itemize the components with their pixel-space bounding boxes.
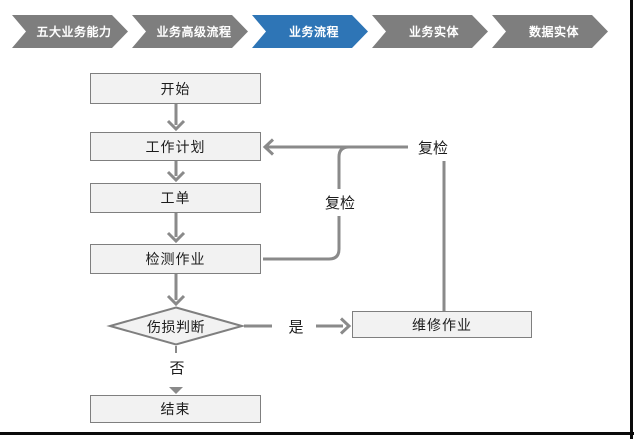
slide-border-right [630,0,633,439]
arrowhead-right-icon [339,317,352,335]
arrowhead-down-icon [166,170,186,183]
arrowhead-left-icon [262,138,275,156]
slide-border-bottom [0,432,634,435]
arrowhead-down-icon [166,119,186,132]
edge-label-recheck-outer: 复检 [408,134,458,161]
flow-node-inspection: 检测作业 [90,244,261,274]
loop-repair-recheck [267,145,446,311]
arrowhead-down-icon [166,231,186,244]
arrowhead-down-icon [166,294,186,307]
flow-node-work-order: 工单 [90,183,261,213]
breadcrumb-step-business-capabilities[interactable]: 五大业务能力 [12,15,128,48]
breadcrumb-step-business-process-active[interactable]: 业务流程 [252,15,368,48]
arrowhead-small-down-icon [169,387,183,394]
breadcrumb-step-business-entity[interactable]: 业务实体 [372,15,488,48]
breadcrumb-step-label: 业务流程 [288,25,339,39]
breadcrumb-step-label: 五大业务能力 [36,25,112,39]
breadcrumb-step-high-level-process[interactable]: 业务高级流程 [132,15,248,48]
edge-label-yes: 是 [288,318,304,336]
flow-node-start: 开始 [90,73,261,104]
edge-label-no: 否 [169,359,185,377]
breadcrumb-step-label: 数据实体 [528,25,579,39]
flow-node-end: 结束 [90,395,261,423]
breadcrumb-step-data-entity[interactable]: 数据实体 [492,15,608,48]
flow-node-damage-decision-label: 伤损判断 [147,318,205,335]
flow-node-repair: 维修作业 [352,311,532,338]
flow-node-work-plan: 工作计划 [90,132,261,161]
edge-label-recheck-inner: 复检 [315,189,365,216]
breadcrumb-step-label: 业务实体 [408,25,459,39]
breadcrumb-step-label: 业务高级流程 [156,25,232,39]
